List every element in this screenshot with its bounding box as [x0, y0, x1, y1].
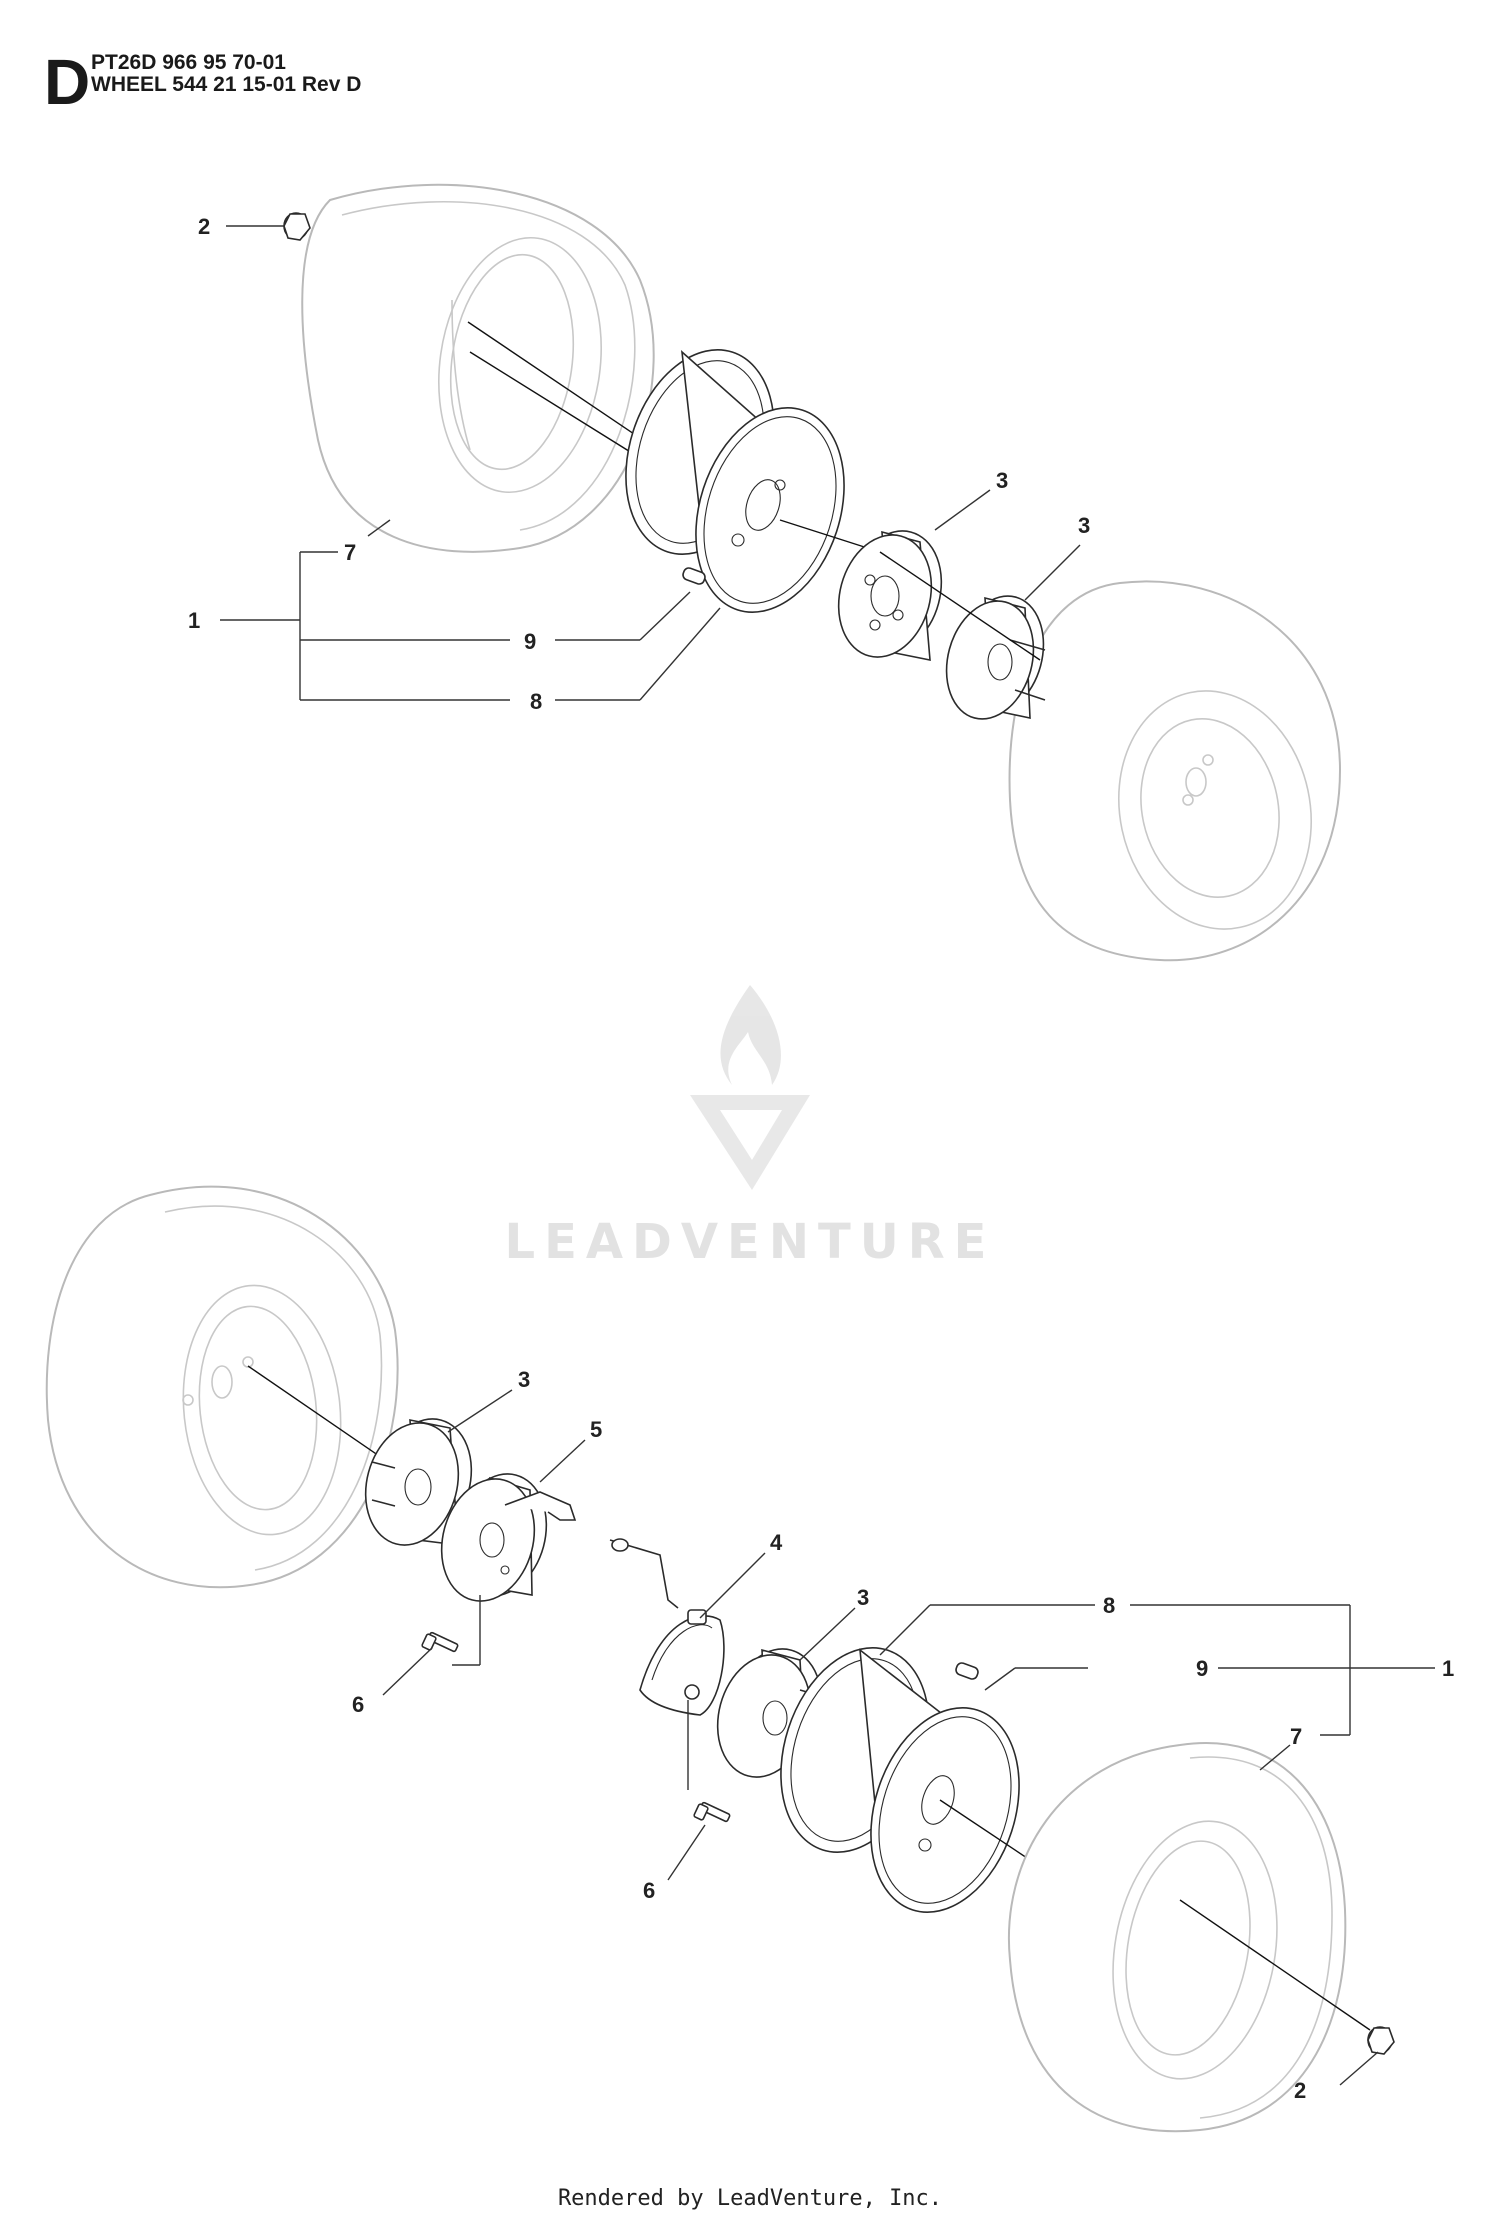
bottom-valve-stem [955, 1662, 979, 1680]
diagram-title: PT26D 966 95 70-01 WHEEL 544 21 15-01 Re… [91, 52, 511, 96]
brake-lever [609, 1538, 725, 1716]
bottom-right-tire [1008, 1742, 1347, 2133]
watermark-text: LEADVENTURE [505, 1214, 996, 1270]
bottom-hub-1 [364, 1418, 473, 1546]
axis-line [1179, 1899, 1371, 2031]
callout-4: 4 [770, 1530, 783, 1555]
top-valve-stem [682, 567, 706, 585]
top-cap-nut [283, 212, 311, 241]
axis-line [467, 321, 641, 439]
top-right-tire [1008, 580, 1342, 962]
top-hub-2 [945, 595, 1046, 720]
model-number: PT26D 966 95 70-01 [91, 51, 286, 74]
axis-line [247, 1365, 386, 1461]
callout-3: 3 [1078, 513, 1090, 538]
callout-1: 1 [188, 608, 200, 633]
bolt-2 [693, 1801, 731, 1823]
bolt-1 [421, 1631, 459, 1653]
brake-drum [440, 1473, 577, 1602]
section-letter: D [44, 46, 91, 118]
bottom-cap-nut [1367, 2026, 1395, 2055]
render-credit: Rendered by LeadVenture, Inc. [557, 2186, 943, 2211]
callout-8: 8 [1103, 1593, 1115, 1618]
axis-line [879, 551, 1041, 661]
bottom-rim [780, 1647, 1020, 1913]
callout-7: 7 [344, 540, 356, 565]
assembly-title: WHEEL 544 21 15-01 Rev D [91, 73, 362, 96]
bottom-leader-lines [382, 1389, 1435, 2086]
callout-7: 7 [1290, 1724, 1302, 1749]
callout-6: 6 [352, 1692, 364, 1717]
top-leader-lines [220, 225, 1081, 701]
callout-6: 6 [643, 1878, 655, 1903]
callout-3: 3 [857, 1585, 869, 1610]
callout-9: 9 [524, 629, 536, 654]
callout-2: 2 [1294, 2078, 1306, 2103]
axis-line [469, 351, 641, 459]
callout-8: 8 [530, 689, 542, 714]
callout-2: 2 [198, 214, 210, 239]
bottom-assembly [45, 1185, 1395, 2133]
axis-line [939, 1799, 1031, 1861]
callout-9: 9 [1196, 1656, 1208, 1681]
top-left-tire [301, 183, 655, 553]
top-rim [625, 349, 845, 613]
callout-3: 3 [518, 1367, 530, 1392]
top-hub-1 [837, 530, 943, 661]
leadventure-flame-logo [690, 985, 810, 1190]
callout-1: 1 [1442, 1656, 1454, 1681]
callout-3: 3 [996, 468, 1008, 493]
top-assembly [283, 183, 1342, 962]
bottom-left-tire [45, 1185, 399, 1589]
callout-5: 5 [590, 1417, 602, 1442]
